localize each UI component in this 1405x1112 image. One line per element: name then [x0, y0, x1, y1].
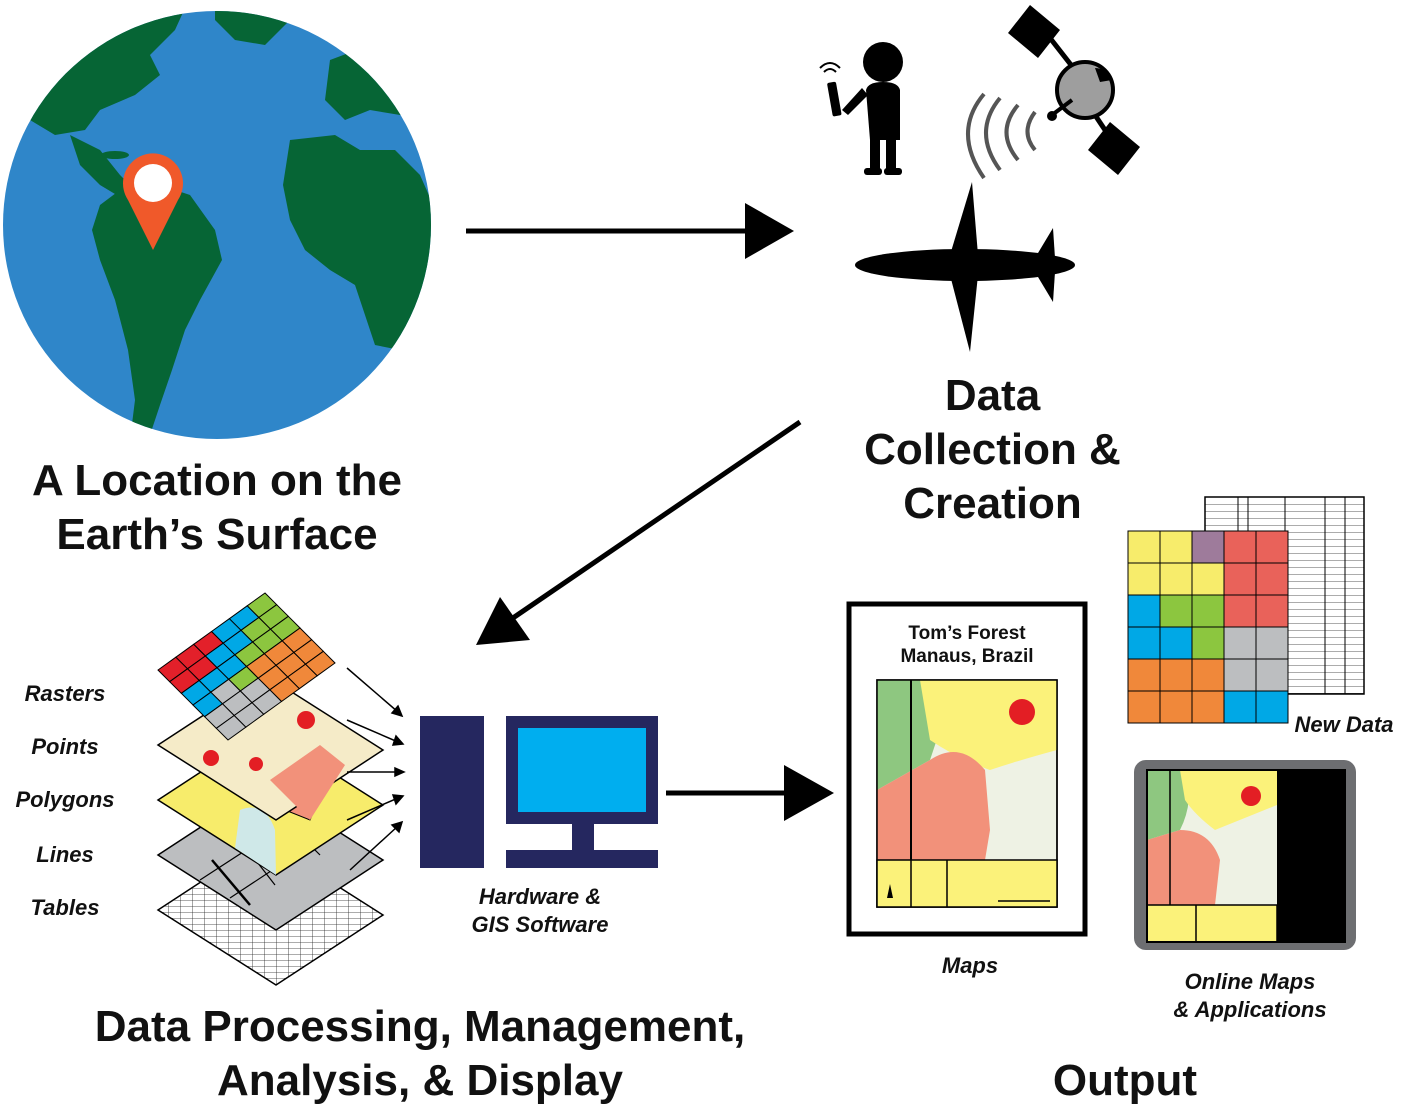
globe-land	[3, 11, 431, 439]
new-data-cell	[1223, 626, 1257, 660]
new-data-cell	[1159, 626, 1193, 660]
new-data-cell	[1255, 530, 1289, 564]
airplane-icon	[855, 182, 1075, 352]
new-data-cell	[1223, 594, 1257, 628]
layer-label-polygons: Polygons	[15, 787, 115, 812]
new-data-cell	[1191, 594, 1225, 628]
new-data-cell	[1127, 658, 1161, 692]
new-data-cell	[1159, 658, 1193, 692]
hardware-label-line1: Hardware &	[478, 884, 602, 909]
layer-label-lines: Lines	[36, 842, 94, 867]
arrow-to-collection	[466, 203, 794, 259]
new-data-cell	[1223, 562, 1257, 596]
online-label-line2: & Applications	[1173, 997, 1327, 1022]
new-data-cell	[1255, 626, 1289, 660]
location-label-line1: A Location on the	[32, 456, 402, 505]
layer-label-rasters: Rasters	[24, 681, 106, 706]
raster-table-icon	[1127, 496, 1365, 724]
new-data-cell	[1223, 690, 1257, 724]
person-with-gps-icon	[819, 42, 903, 175]
computer-icon	[420, 716, 658, 868]
maps-label: Maps	[941, 953, 999, 978]
layer-arrows	[346, 667, 406, 871]
new-data-cell	[1127, 530, 1161, 564]
globe-ocean	[3, 11, 431, 439]
hardware-label-line2: GIS Software	[471, 912, 609, 937]
new-data-label: New Data	[1294, 712, 1394, 737]
collection-label: Data Collection & Creation	[845, 369, 1140, 531]
new-data-cell	[1159, 530, 1193, 564]
data-layers-icon	[156, 592, 385, 986]
satellite-icon	[966, 5, 1140, 180]
new-data-cell	[1255, 594, 1289, 628]
location-label: A Location on the Earth’s Surface	[8, 454, 426, 562]
map-title: Tom’s Forest Manaus, Brazil	[877, 622, 1057, 668]
new-data-cell	[1127, 626, 1161, 660]
map-title-line1: Tom’s Forest	[908, 623, 1026, 644]
new-data-cell	[1127, 594, 1161, 628]
new-data-cell	[1159, 594, 1193, 628]
new-data-cell	[1255, 658, 1289, 692]
raster-cell	[215, 714, 247, 741]
globe-icon	[3, 11, 431, 439]
new-data-cell	[1191, 626, 1225, 660]
online-label: Online Maps & Applications	[1140, 968, 1360, 1024]
collection-label-line2: Collection &	[864, 425, 1121, 474]
layer-label-tables: Tables	[30, 895, 100, 920]
location-pin-icon	[123, 153, 184, 250]
new-data-cell	[1255, 690, 1289, 724]
new-data-cell	[1159, 562, 1193, 596]
new-data-cell	[1223, 658, 1257, 692]
map-icon	[846, 601, 1088, 937]
collection-label-line1: Data	[944, 371, 1041, 420]
hardware-label: Hardware & GIS Software	[440, 883, 640, 939]
map-title-line2: Manaus, Brazil	[900, 646, 1034, 667]
processing-label-line1: Data Processing, Management,	[94, 1002, 746, 1051]
new-data-cell	[1255, 562, 1289, 596]
new-data-cell	[1191, 690, 1225, 724]
layer-label-points: Points	[31, 734, 99, 759]
new-data-cell	[1159, 690, 1193, 724]
processing-label-line2: Analysis, & Display	[217, 1056, 623, 1105]
output-label: Output	[1052, 1056, 1198, 1105]
tablet-icon	[1134, 760, 1356, 950]
arrow-to-processing	[476, 419, 802, 645]
arrow-to-output	[666, 765, 834, 821]
collection-label-line3: Creation	[903, 479, 1082, 528]
location-label-line2: Earth’s Surface	[56, 510, 378, 559]
new-data-cell	[1191, 530, 1225, 564]
layer-rasters-shape	[157, 592, 336, 741]
new-data-cell	[1191, 658, 1225, 692]
new-data-cell	[1127, 562, 1161, 596]
new-data-cell	[1127, 690, 1161, 724]
processing-label: Data Processing, Management, Analysis, &…	[60, 1000, 780, 1108]
new-data-cell	[1191, 562, 1225, 596]
new-data-cell	[1223, 530, 1257, 564]
online-label-line1: Online Maps	[1184, 969, 1316, 994]
